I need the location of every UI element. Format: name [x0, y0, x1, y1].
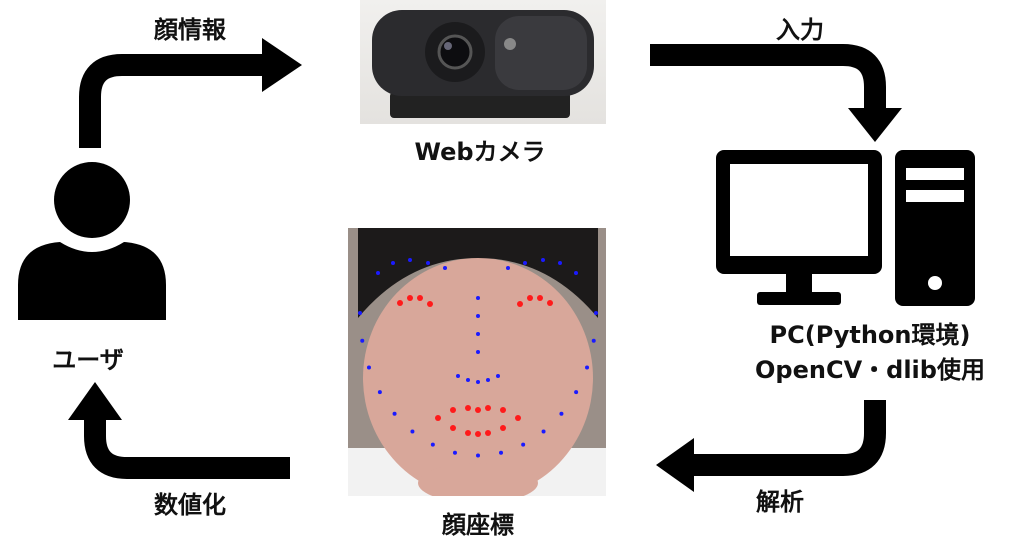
landmark-dot: [574, 390, 579, 395]
label-digitize: 数値化: [154, 491, 226, 519]
arrowhead-left-icon: [656, 438, 694, 492]
landmark-dot: [496, 374, 500, 378]
label-input: 入力: [776, 16, 824, 44]
landmark-dot: [559, 411, 564, 416]
landmark-dot: [360, 338, 365, 343]
landmark-dot: [585, 365, 590, 370]
landmark-dot: [430, 442, 435, 447]
landmark-dot: [558, 261, 562, 265]
landmark-dot: [392, 411, 397, 416]
label-libraries: OpenCV・dlib使用: [755, 356, 985, 384]
label-pc: PC(Python環境): [769, 321, 971, 349]
landmark-dot: [500, 407, 506, 413]
landmark-dot: [376, 271, 380, 275]
landmark-dot: [476, 350, 480, 354]
landmark-dot: [366, 365, 371, 370]
landmark-dot: [443, 266, 447, 270]
landmark-dot: [475, 407, 481, 413]
landmark-dot: [515, 415, 521, 421]
landmark-dot: [591, 338, 596, 343]
arrow-user-to-webcam: [79, 54, 268, 148]
landmark-dot: [427, 301, 433, 307]
landmark-dot: [547, 300, 553, 306]
label-face-info: 顔情報: [154, 16, 226, 44]
landmark-dot: [594, 311, 598, 315]
landmark-dot: [410, 429, 415, 434]
user-icon: [18, 162, 166, 320]
landmark-dot: [452, 450, 457, 455]
landmark-dot: [476, 380, 480, 384]
arrowhead-up-icon: [68, 382, 122, 420]
landmark-dot: [377, 390, 382, 395]
landmark-dot: [486, 378, 490, 382]
landmark-dot: [450, 407, 456, 413]
landmark-dot: [506, 266, 510, 270]
landmark-dot: [476, 296, 480, 300]
landmark-dot: [485, 405, 491, 411]
arrowhead-down-icon: [848, 108, 902, 142]
landmark-dot: [435, 415, 441, 421]
landmark-dot: [391, 261, 395, 265]
landmark-dot: [397, 300, 403, 306]
landmark-dot: [537, 295, 543, 301]
pc-icon: [716, 150, 975, 306]
landmark-dot: [456, 374, 460, 378]
label-user: ユーザ: [52, 346, 124, 374]
landmark-dot: [476, 332, 480, 336]
landmark-dot: [523, 261, 527, 265]
landmark-dot: [541, 258, 545, 262]
face-landmarks-image: [348, 228, 606, 496]
label-webcam: Webカメラ: [414, 138, 546, 166]
arrow-webcam-to-pc: [650, 44, 886, 112]
landmark-dot: [407, 295, 413, 301]
landmark-dot: [476, 314, 480, 318]
label-analysis: 解析: [756, 488, 804, 516]
landmark-dot: [466, 378, 470, 382]
label-face-coords: 顔座標: [442, 511, 514, 539]
arrow-pc-to-face: [690, 400, 886, 476]
landmark-dot: [500, 425, 506, 431]
landmark-dot: [426, 261, 430, 265]
landmark-dot: [517, 301, 523, 307]
webcam-photo: [360, 0, 606, 124]
landmark-dot: [358, 311, 362, 315]
landmark-dot: [475, 431, 481, 437]
landmark-dot: [521, 442, 526, 447]
landmark-dot: [408, 258, 412, 262]
landmark-dot: [541, 429, 546, 434]
landmark-dot: [485, 430, 491, 436]
landmark-dot: [450, 425, 456, 431]
landmark-dot: [527, 295, 533, 301]
landmark-dot: [417, 295, 423, 301]
landmark-dot: [574, 271, 578, 275]
landmark-dot: [465, 405, 471, 411]
landmark-dot: [465, 430, 471, 436]
arrow-face-to-user: [84, 415, 290, 479]
arrowhead-right-icon: [262, 38, 302, 92]
landmark-dot: [476, 453, 480, 458]
landmark-dot: [499, 450, 504, 455]
